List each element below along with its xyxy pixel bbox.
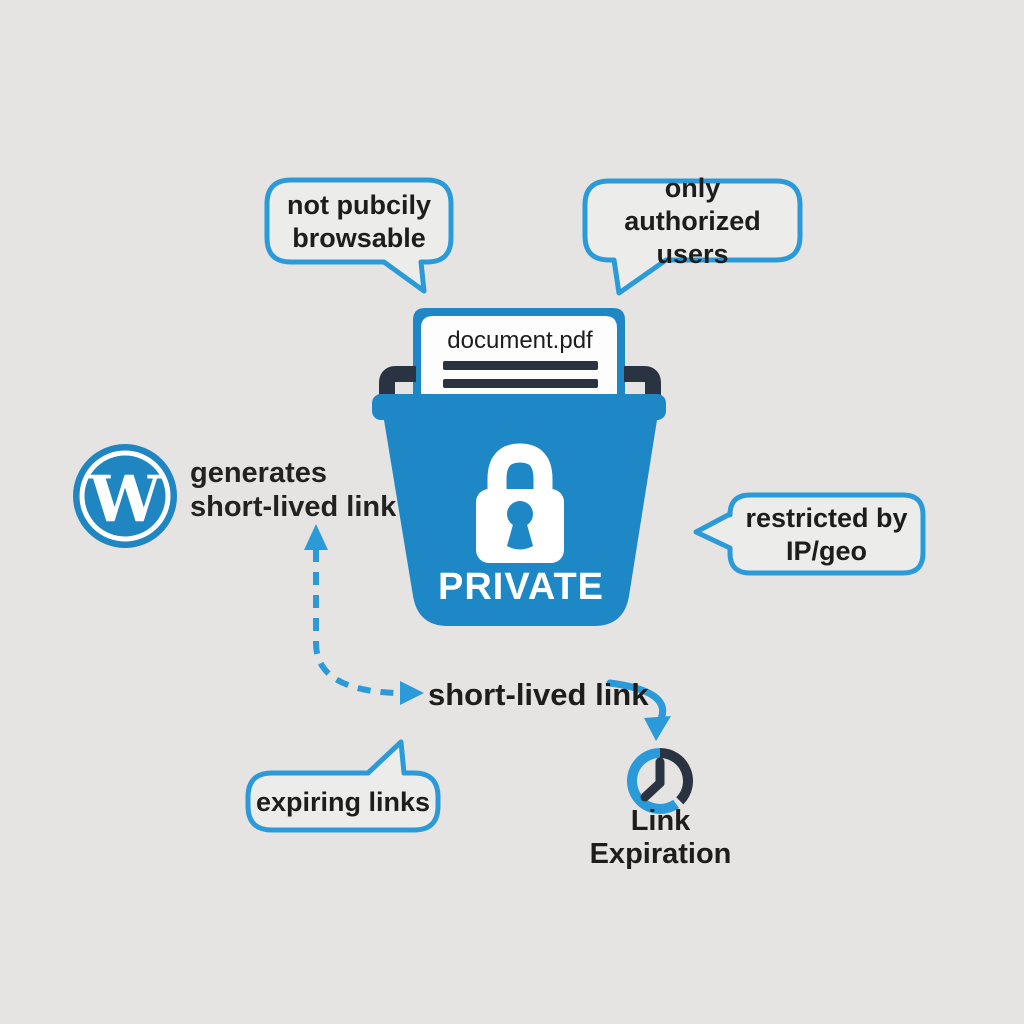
speech-bubble-only-authorized — [582, 178, 803, 296]
bubble-only-authorized-text: only authorized users — [585, 173, 800, 269]
bucket-rim — [372, 394, 666, 420]
caption-line: generates — [190, 457, 328, 489]
bubble-line: IP/geo — [785, 536, 867, 566]
bubble-line: only — [664, 173, 721, 203]
clock-icon — [627, 748, 693, 814]
document-line — [443, 379, 598, 388]
wordpress-letter: W — [88, 462, 162, 537]
speech-bubble-restricted — [693, 492, 926, 576]
wordpress-caption: generates short-lived link — [190, 455, 400, 525]
short-lived-link-text: short-lived link — [428, 677, 649, 712]
bucket-handle-right — [624, 366, 661, 402]
bucket-label: PRIVATE — [421, 564, 621, 610]
link-expiration-caption: Link Expiration — [562, 805, 759, 870]
document-name: document.pdf — [425, 326, 615, 356]
bucket-icon — [372, 308, 666, 626]
speech-bubble-not-publicly — [264, 177, 454, 294]
lock-icon — [476, 443, 564, 563]
arrowhead-right — [400, 681, 424, 705]
document-line — [443, 361, 598, 370]
arrowhead-down — [644, 716, 671, 741]
caption-line: short-lived link — [190, 491, 397, 523]
short-lived-link-label: short-lived link — [428, 677, 648, 713]
bubble-line: expiring links — [255, 786, 431, 817]
bubble-line: not pubcily — [287, 190, 431, 220]
bubble-line: browsable — [292, 223, 426, 253]
bucket-handle-left — [379, 366, 416, 402]
speech-bubble-expiring — [245, 739, 441, 833]
bubble-expiring-text: expiring links — [248, 774, 438, 830]
wordpress-logo: W — [73, 444, 177, 548]
bubble-line: authorized users — [624, 206, 761, 269]
document-icon — [413, 308, 625, 412]
arrowhead-up — [304, 524, 328, 550]
clock-hand-hour — [640, 778, 665, 802]
link-expiration-text: Link Expiration — [589, 805, 732, 870]
bubble-line: restricted by — [745, 503, 908, 533]
document-name-text: document.pdf — [447, 327, 593, 354]
dashed-link-arrow — [304, 524, 424, 705]
expiration-arrow — [606, 679, 671, 741]
bucket-label-text: PRIVATE — [437, 565, 605, 608]
bubble-restricted-text: restricted by IP/geo — [730, 497, 923, 573]
bubble-not-publicly-text: not pubcily browsable — [267, 182, 451, 262]
